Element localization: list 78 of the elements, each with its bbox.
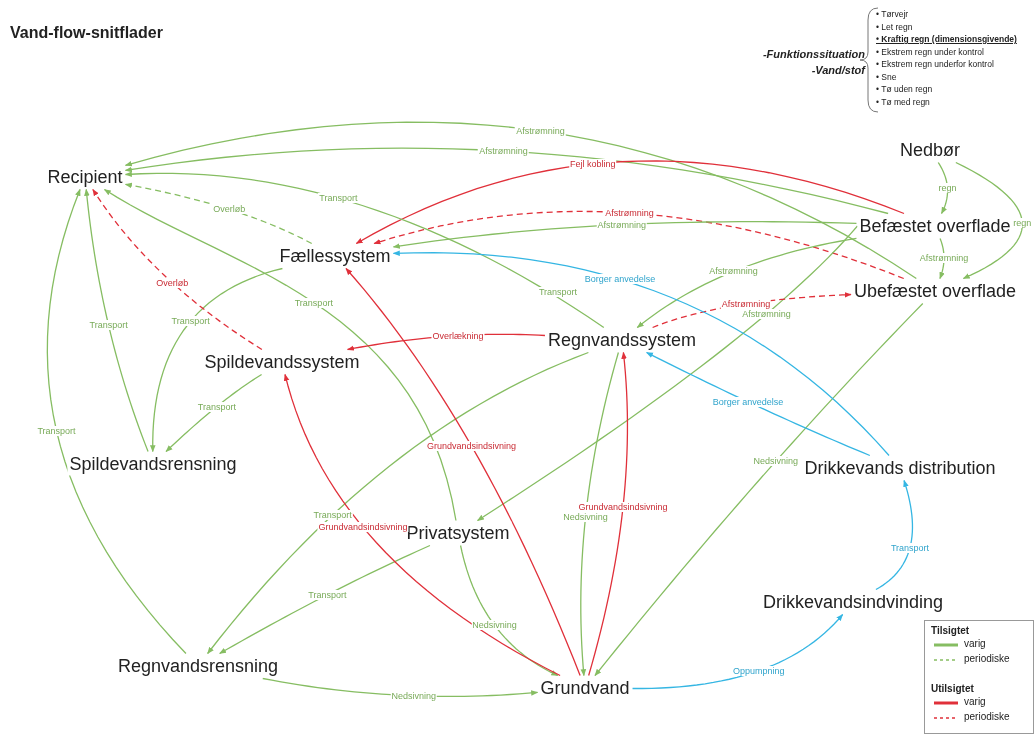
edge-label: Transport [312,509,353,520]
edge-label: Transport [889,542,931,553]
edge-label: Grundvandsindsivning [577,502,669,512]
arrow [588,351,629,677]
arrow [459,544,559,677]
edge-label: Grundvandsindsivning [317,522,409,533]
edge-label: Afstrømning [720,298,772,309]
arrow [124,182,313,245]
arrow [476,225,859,522]
edge-label: regn [1012,217,1033,228]
arrow [955,161,1023,280]
arrow [636,237,858,329]
arrow [646,351,871,457]
edge-label: Oppumpning [732,665,786,676]
edge-label: Afstrømning [741,308,792,319]
edge-label: Afstrømning [918,253,970,264]
edge-label: Overlækning [431,330,485,341]
arrow [345,267,581,677]
legend-label: periodiske [964,653,1010,664]
legend-heading: Tilsigtet [931,625,970,636]
edge-label: Afstrømning [596,219,647,230]
edge-label: Nedsivning [752,456,800,467]
edge-label: Nedsivning [471,620,518,631]
arrow [92,188,263,351]
edge-label: Overløb [155,277,190,288]
arrow [103,188,457,522]
edge-label: Overløb [212,204,247,215]
legend-heading: Utilsigtet [931,683,974,694]
edge-label: Grundvandsindsivning [426,441,518,451]
legend-label: varig [964,696,986,707]
arrow [392,221,858,249]
arrow [165,373,263,453]
edge-label: Nedsivning [390,690,438,701]
arrow [124,147,889,215]
arrow [46,188,187,655]
list-item: • Tø uden regn [876,83,933,95]
edge-label: Afstrømning [478,146,529,156]
arrow [594,302,924,677]
arrow [219,544,431,655]
edge-label: regn [937,183,958,193]
edge-label: Transport [307,589,348,600]
list-item: • Tørvejr [876,8,909,20]
arrow [355,160,905,245]
arrow [124,121,917,280]
arrow [875,479,914,591]
flow-label: Transport [538,287,578,297]
list-item: • Kraftig regn (dimensionsgivende) [876,33,1017,45]
list-item: • Ekstrem regn underfor kontrol [876,58,994,70]
arrow [84,188,149,453]
arrow [392,250,890,457]
edge-label: Transport [196,401,237,412]
edge-label: Fejl kobling [569,158,617,169]
edge-label: Transport [36,425,77,436]
edge-label: Borger anvedelse [583,274,657,285]
list-item: • Tø med regn [876,95,930,108]
legend-label: periodiske [964,711,1010,722]
arrow [124,171,605,329]
list-item: • Let regn [876,20,913,33]
list-item: • Sne [876,70,897,83]
arrow [283,373,561,677]
arrow [580,351,620,677]
edge-label: Borger anvedelse [711,396,785,407]
edge-label: Afstrømning [515,125,566,136]
diagram-title: Vand-flow-snitflader [10,24,163,42]
edge-label: Transport [170,316,211,327]
arrow [207,351,590,655]
list-item: • Ekstrem regn under kontrol [876,45,984,58]
arrow [149,267,284,453]
edge-label: Afstrømning [708,266,759,277]
edge-label: Transport [318,193,359,204]
arrow [373,210,905,280]
edge-label: Transport [293,297,334,308]
edge-label: Nedsivning [562,512,609,522]
edge-label: Afstrømning [604,208,655,218]
edge-label: Transport [88,320,129,331]
heading-text: -Funktionssituation [762,48,865,60]
legend-label: varig [964,638,986,649]
heading-text: -Vand/stof [811,64,865,76]
